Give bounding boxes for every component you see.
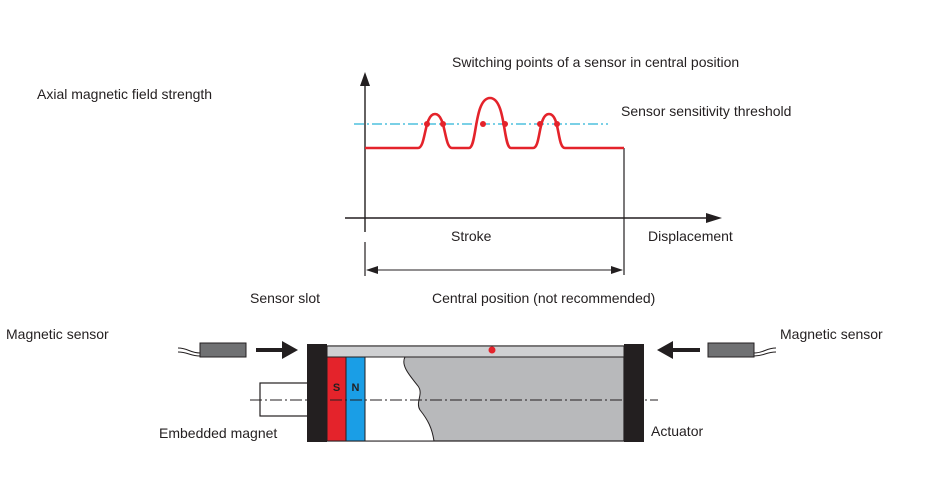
stroke-arrow-left: [366, 266, 378, 274]
field-strength-curve: [365, 96, 624, 150]
central-position-label: Central position (not recommended): [432, 290, 655, 306]
magnet-pole-n: [345, 356, 366, 442]
x-axis-arrow: [706, 213, 722, 223]
switching-point: [554, 121, 560, 127]
y-axis-arrow: [360, 72, 370, 86]
central-sensor-position-dot: [488, 346, 496, 354]
sensor-body-right: [707, 342, 755, 358]
sensor-cable-left: [177, 347, 201, 354]
sensor-slot-label: Sensor slot: [250, 290, 320, 306]
sensor-cable-left-2: [177, 351, 201, 357]
embedded-magnet-label: Embedded magnet: [159, 425, 277, 441]
switching-point: [480, 121, 486, 127]
switching-point: [502, 121, 508, 127]
sensor-body-left: [199, 342, 247, 358]
switching-point: [440, 121, 446, 127]
switching-point: [424, 121, 430, 127]
insert-arrow-right-head: [657, 341, 673, 359]
stroke-arrow-right: [611, 266, 623, 274]
switching-point: [537, 121, 543, 127]
magnetic-sensor-right: [657, 341, 777, 359]
pole-s-label: S: [333, 382, 340, 394]
end-cap-right: [624, 344, 644, 442]
magnetic-sensor-left: [177, 341, 298, 359]
sensor-cable-right-2: [753, 351, 777, 357]
stroke-label: Stroke: [451, 228, 492, 244]
magnetic-sensor-right-label: Magnetic sensor: [780, 326, 883, 342]
end-cap-left: [307, 344, 327, 442]
sensor-cable-right: [753, 347, 777, 354]
diagram-title: Switching points of a sensor in central …: [452, 54, 739, 70]
magnetic-sensor-left-label: Magnetic sensor: [6, 326, 109, 342]
insert-arrow-left-head: [282, 341, 298, 359]
actuator-label: Actuator: [651, 423, 703, 439]
x-axis-label: Displacement: [648, 228, 733, 244]
y-axis-label: Axial magnetic field strength: [37, 86, 212, 102]
actuator-assembly: S N: [250, 344, 658, 442]
pole-n-label: N: [352, 382, 360, 394]
sensor-slot: [326, 345, 625, 358]
field-strength-graph: [345, 72, 722, 276]
magnet-pole-s: [326, 356, 347, 442]
threshold-label: Sensor sensitivity threshold: [621, 103, 791, 119]
